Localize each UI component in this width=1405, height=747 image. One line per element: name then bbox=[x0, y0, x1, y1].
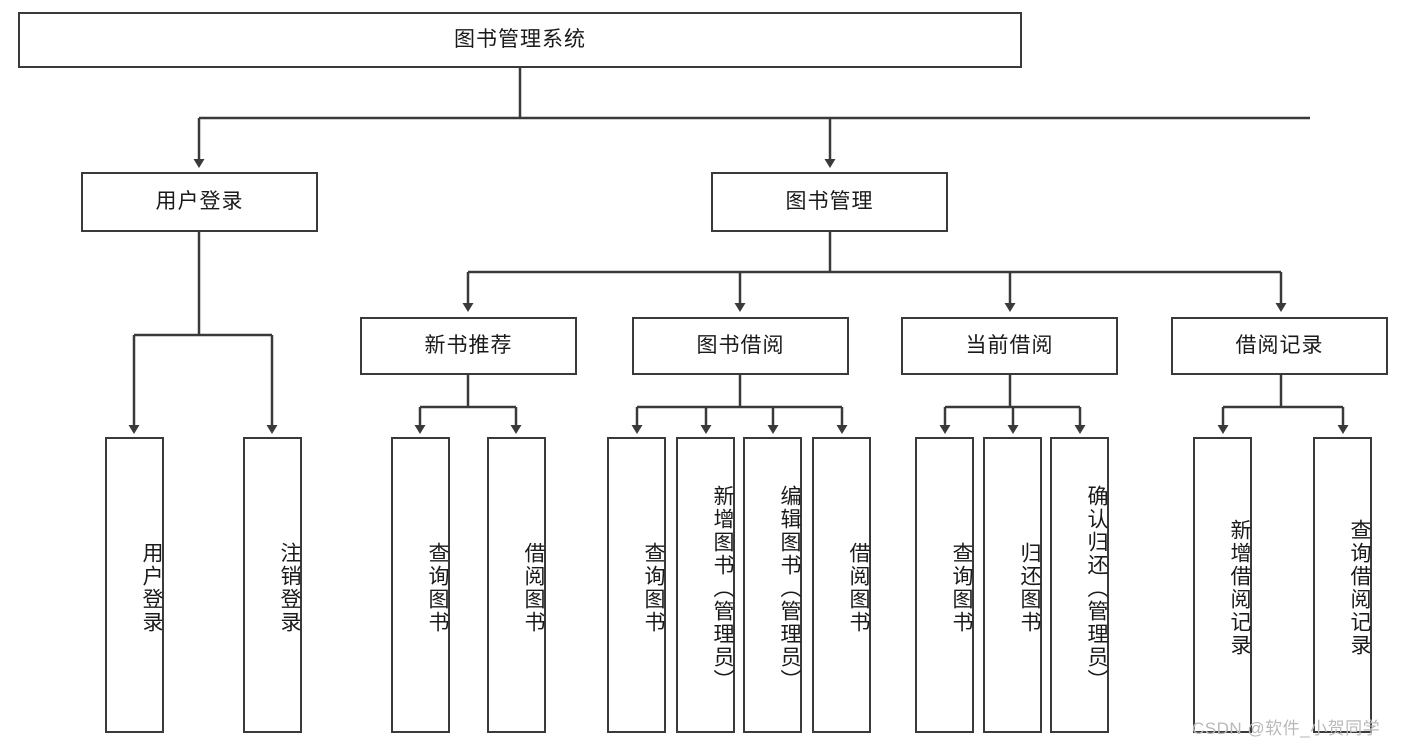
node-label: 借阅图书 bbox=[847, 542, 870, 634]
leaf-current-borrow-confirm[interactable]: 确认归还（管理员） bbox=[1050, 437, 1109, 733]
node-root-system[interactable]: 图书管理系统 bbox=[18, 12, 1022, 68]
leaf-borrow-record-add[interactable]: 新增借阅记录 bbox=[1193, 437, 1252, 733]
leaf-new-book-query[interactable]: 查询图书 bbox=[391, 437, 450, 733]
leaf-book-borrow-query[interactable]: 查询图书 bbox=[607, 437, 666, 733]
leaf-borrow-record-query[interactable]: 查询借阅记录 bbox=[1313, 437, 1372, 733]
node-label: 用户登录 bbox=[140, 542, 163, 634]
node-label: 查询图书 bbox=[426, 542, 449, 634]
node-label: 新增图书（管理员） bbox=[711, 484, 734, 692]
node-label: 图书管理 bbox=[785, 190, 874, 214]
node-label: 新增借阅记录 bbox=[1228, 519, 1251, 657]
leaf-user-login-logout[interactable]: 注销登录 bbox=[243, 437, 302, 733]
node-label: 用户登录 bbox=[155, 190, 244, 214]
node-label: 查询借阅记录 bbox=[1348, 519, 1371, 657]
node-label: 归还图书 bbox=[1018, 542, 1041, 634]
leaf-current-borrow-query[interactable]: 查询图书 bbox=[915, 437, 974, 733]
leaf-book-borrow-add[interactable]: 新增图书（管理员） bbox=[676, 437, 735, 733]
leaf-book-borrow-edit[interactable]: 编辑图书（管理员） bbox=[743, 437, 802, 733]
node-label: 注销登录 bbox=[278, 542, 301, 634]
node-label: 查询图书 bbox=[950, 542, 973, 634]
node-label: 编辑图书（管理员） bbox=[778, 484, 801, 692]
node-label: 当前借阅 bbox=[965, 334, 1054, 358]
node-label: 图书管理系统 bbox=[454, 28, 586, 52]
node-label: 图书借阅 bbox=[696, 334, 785, 358]
node-label: 借阅图书 bbox=[522, 542, 545, 634]
node-label: 查询图书 bbox=[642, 542, 665, 634]
node-label: 借阅记录 bbox=[1235, 334, 1324, 358]
leaf-user-login-login[interactable]: 用户登录 bbox=[105, 437, 164, 733]
node-new-book-recommend[interactable]: 新书推荐 bbox=[360, 317, 577, 375]
node-borrow-record[interactable]: 借阅记录 bbox=[1171, 317, 1388, 375]
node-label: 确认归还（管理员） bbox=[1085, 484, 1108, 692]
node-label: 新书推荐 bbox=[424, 334, 513, 358]
leaf-book-borrow-borrow[interactable]: 借阅图书 bbox=[812, 437, 871, 733]
leaf-new-book-borrow[interactable]: 借阅图书 bbox=[487, 437, 546, 733]
node-current-borrow[interactable]: 当前借阅 bbox=[901, 317, 1118, 375]
leaf-current-borrow-return[interactable]: 归还图书 bbox=[983, 437, 1042, 733]
node-book-borrow[interactable]: 图书借阅 bbox=[632, 317, 849, 375]
node-user-login[interactable]: 用户登录 bbox=[81, 172, 318, 232]
node-book-management[interactable]: 图书管理 bbox=[711, 172, 948, 232]
